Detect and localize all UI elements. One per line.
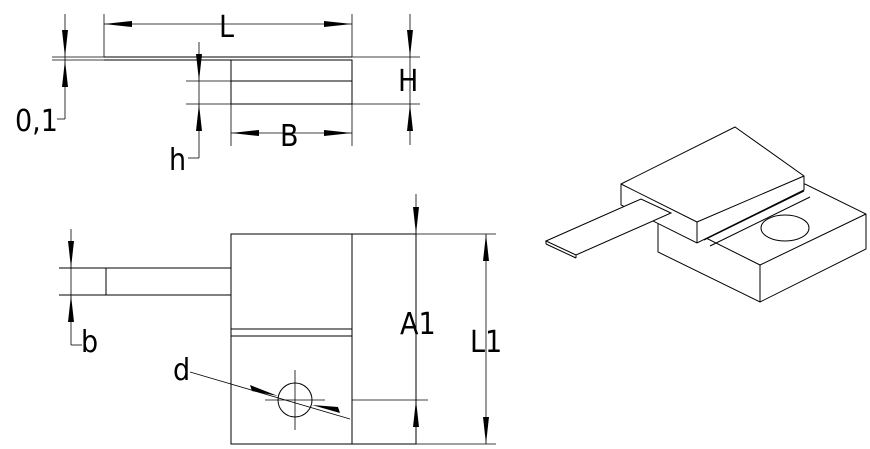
label-L1: L1 bbox=[470, 325, 502, 360]
label-d: d bbox=[173, 353, 190, 388]
label-L: L bbox=[219, 10, 234, 45]
isometric-view bbox=[544, 126, 867, 303]
label-H: H bbox=[398, 64, 418, 99]
label-thickness: 0,1 bbox=[15, 104, 58, 139]
label-b: b bbox=[81, 325, 98, 360]
label-B: B bbox=[280, 119, 299, 154]
label-h: h bbox=[169, 143, 186, 178]
label-A1: A1 bbox=[400, 307, 436, 342]
plan-view bbox=[59, 194, 496, 445]
side-view bbox=[52, 14, 420, 159]
